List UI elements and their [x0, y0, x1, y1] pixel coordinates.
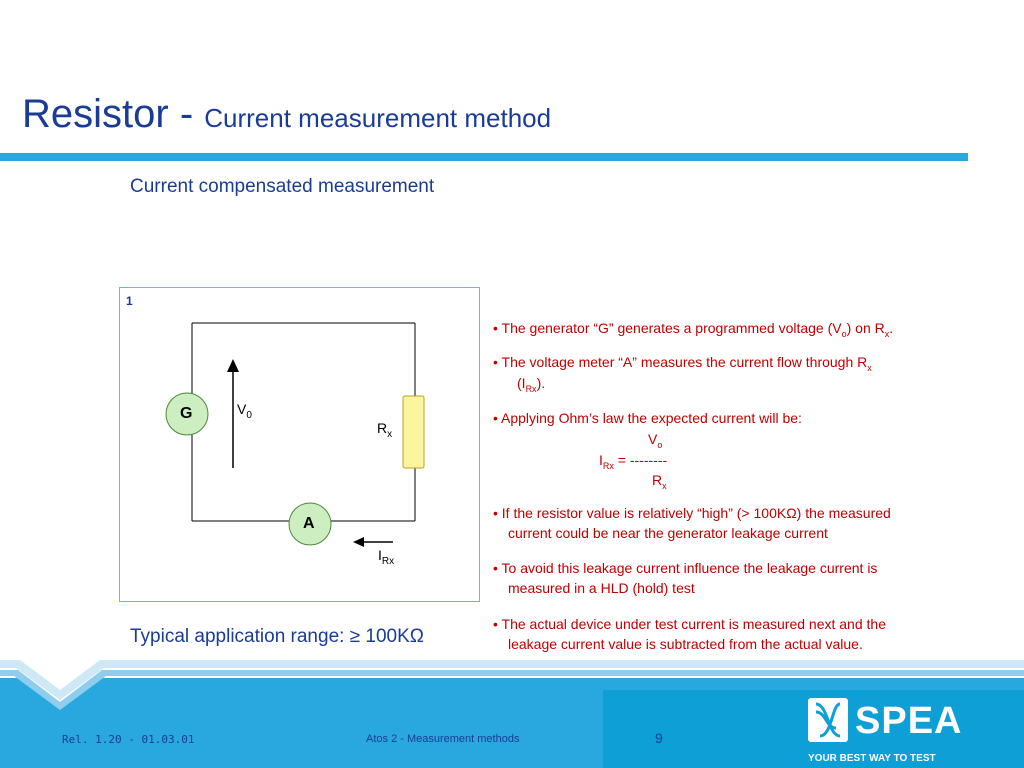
b2-sub: x	[867, 362, 872, 373]
bullet-actual-line1: • The actual device under test current i…	[493, 616, 886, 632]
brand-tagline: YOUR BEST WAY TO TEST	[808, 753, 936, 764]
release-version: Rel. 1.20 - 01.03.01	[62, 733, 195, 746]
resistor-label: Rx	[377, 420, 392, 440]
voltage-label: V0	[237, 401, 252, 421]
title-main: Resistor	[22, 92, 169, 136]
resistor-subscript: x	[387, 428, 393, 440]
current-subscript: Rx	[381, 555, 395, 567]
spea-logo-panel: SPEA YOUR BEST WAY TO TEST	[603, 690, 1024, 768]
b1-text: • The generator “G” generates a programm…	[493, 320, 842, 336]
section-subtitle: Current compensated measurement	[130, 176, 435, 197]
bullet-actual-line2: leakage current value is subtracted from…	[508, 636, 863, 652]
current-label: IRx	[378, 547, 394, 567]
bullet-high-resistor-line2: current could be near the generator leak…	[508, 525, 828, 541]
resistor-letter: R	[377, 420, 388, 436]
application-range: Typical application range: ≥ 100KΩ	[130, 626, 424, 647]
formula-num-letter: V	[648, 431, 658, 447]
formula-den-letter: R	[652, 472, 663, 488]
voltage-subscript: 0	[246, 409, 252, 421]
title-sub: Current measurement method	[204, 103, 552, 133]
ammeter-label: A	[303, 515, 315, 532]
title-separator: -	[168, 92, 205, 136]
bullet-leakage-line2: measured in a HLD (hold) test	[508, 580, 695, 596]
bullet-voltage-meter-line2: (IRx).	[517, 373, 545, 399]
formula-lhs-sub: Rx	[602, 460, 614, 471]
b1-mid: ) on R	[846, 320, 885, 336]
ammeter-symbol	[288, 502, 332, 546]
formula-eq: = --------	[613, 452, 668, 468]
b2-text: • The voltage meter “A” measures the cur…	[493, 354, 868, 370]
b1-end: .	[889, 320, 894, 336]
formula-denominator: Rx	[652, 470, 667, 496]
page-title: Resistor - Current measurement method	[22, 92, 551, 137]
diagram-number: 1	[126, 294, 133, 308]
current-arrow-icon	[353, 537, 393, 547]
voltage-letter: V	[237, 401, 247, 417]
title-underline-bar	[0, 153, 968, 161]
page-number: 9	[655, 730, 663, 746]
bullet-generator: • The generator “G” generates a programm…	[493, 318, 893, 344]
bullet-ohms-law: • Applying Ohm’s law the expected curren…	[493, 410, 802, 426]
b2-l2-end: ).	[536, 375, 546, 391]
formula-lhs: I	[599, 452, 603, 468]
current-letter: I	[378, 547, 382, 563]
formula-line: IRx = --------	[599, 450, 667, 476]
b1-sub-1: o	[841, 328, 847, 339]
b1-sub-2: x	[884, 328, 890, 339]
document-name: Atos 2 - Measurement methods	[366, 733, 520, 745]
formula-numerator: Vo	[648, 429, 662, 455]
generator-label: G	[180, 405, 193, 422]
b2-l2-text: (I	[517, 375, 526, 391]
brand-name: SPEA	[855, 700, 963, 742]
bullet-voltage-meter-line1: • The voltage meter “A” measures the cur…	[493, 352, 872, 378]
b2-l2-sub: Rx	[525, 383, 537, 394]
resistor-symbol	[402, 395, 425, 469]
circuit-diagram: 1 G A V0 Rx IRx	[119, 287, 480, 602]
circuit-svg	[165, 322, 425, 547]
spea-emblem-icon	[808, 698, 848, 742]
bullet-leakage-line1: • To avoid this leakage current influenc…	[493, 560, 878, 576]
generator-symbol	[165, 392, 209, 436]
bullet-high-resistor-line1: • If the resistor value is relatively “h…	[493, 505, 891, 521]
formula-num-sub: o	[657, 439, 663, 450]
formula-den-sub: x	[662, 480, 667, 491]
voltage-arrow-icon	[227, 359, 239, 468]
